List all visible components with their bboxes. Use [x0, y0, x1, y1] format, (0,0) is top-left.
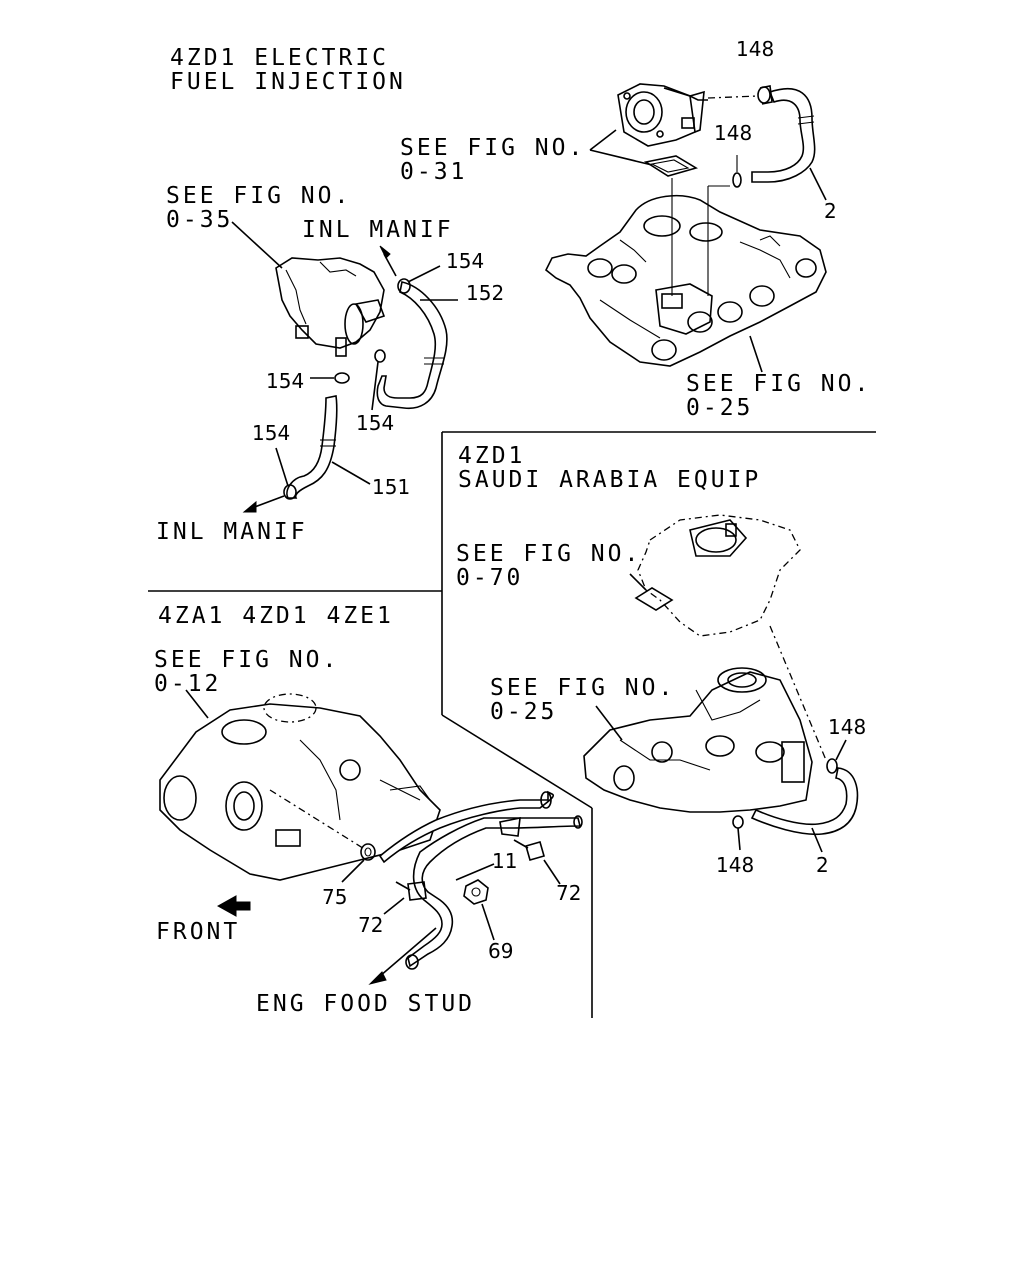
- ref-0-31-line2: 0-31: [400, 159, 468, 185]
- clamp-154-c: [374, 349, 386, 363]
- callout-75: 75: [322, 885, 348, 909]
- throttle-body-drawing: [617, 83, 708, 147]
- leader-0-25-saudi: [595, 705, 623, 741]
- saudi-callout-148-b: 148: [716, 853, 755, 877]
- leader-0-12: [185, 689, 209, 719]
- leader-154-d: [275, 447, 289, 487]
- leader-dash: [707, 95, 759, 99]
- hose-152: [376, 281, 448, 410]
- eng-stud-label: ENG FOOD STUD: [256, 991, 476, 1017]
- callout-69: 69: [488, 939, 514, 963]
- callout-148-top: 148: [736, 37, 775, 61]
- leader-75: [341, 859, 365, 883]
- leader-dash-engine: [269, 789, 367, 851]
- ref-0-35-line1: SEE FIG NO.: [166, 183, 352, 209]
- ref-0-25-line2: 0-25: [686, 395, 754, 421]
- intake-manifold-drawing: [544, 194, 827, 367]
- engine-ref-0-12-line1: SEE FIG NO.: [154, 647, 340, 673]
- leader-dash-saudi: [769, 625, 827, 761]
- leader-69: [481, 903, 495, 941]
- saudi-ref-0-70-line2: 0-70: [456, 565, 524, 591]
- leader-72-right: [543, 859, 561, 885]
- leader-0-25: [749, 335, 763, 373]
- callout-152: 152: [466, 281, 505, 305]
- bolt-72-left: [395, 881, 427, 901]
- leader-72-left: [383, 897, 405, 915]
- bolt-72-right: [513, 839, 545, 861]
- leader-0-70: [629, 573, 647, 591]
- clamp-148-saudi-a: [826, 739, 847, 774]
- saudi-ref-0-70-line1: SEE FIG NO.: [456, 541, 642, 567]
- clamp-148-saudi-b: [732, 815, 744, 851]
- arrow-inl-manif-bottom: [251, 495, 285, 509]
- saudi-manifold-drawing: [583, 667, 813, 813]
- leader-0-35: [231, 221, 283, 269]
- leader-151: [331, 461, 371, 485]
- leader-154-a: [407, 265, 441, 283]
- section-dividers: [148, 431, 876, 1018]
- leader-0-31-b: [589, 149, 653, 166]
- callout-148-mid: 148: [714, 121, 753, 145]
- inl-manif-bottom-label: INL MANIF: [156, 519, 308, 545]
- saudi-callout-2: 2: [816, 853, 829, 877]
- saudi-cover-drawing: [634, 514, 801, 637]
- gasket-75: [360, 843, 376, 861]
- inl-manif-top-label: INL MANIF: [302, 217, 454, 243]
- clamp-154-a: [397, 278, 411, 294]
- clamp-154-b: [334, 372, 350, 384]
- ref-0-25-line1: SEE FIG NO.: [686, 371, 872, 397]
- engine-ref-0-12-line2: 0-12: [154, 671, 222, 697]
- leader-0-31-a: [589, 129, 617, 151]
- clamp-148-top: [757, 85, 773, 105]
- engine-block-drawing: [159, 693, 441, 881]
- hose-151: [286, 395, 338, 499]
- engine-title: 4ZA1 4ZD1 4ZE1: [158, 603, 394, 629]
- arrow-eng-stud: [379, 927, 437, 977]
- saudi-callout-148-a: 148: [828, 715, 867, 739]
- callout-72-right: 72: [556, 881, 582, 905]
- leader-11: [455, 863, 495, 881]
- efi-title-line2: FUEL INJECTION: [170, 69, 406, 95]
- callout-151: 151: [372, 475, 411, 499]
- saudi-title-line2: SAUDI ARABIA EQUIP: [458, 467, 762, 493]
- callout-154-c: 154: [356, 411, 395, 435]
- arrowhead-eng-stud: [368, 971, 387, 985]
- saudi-ref-0-25-line2: 0-25: [490, 699, 558, 725]
- callout-154-d: 154: [252, 421, 291, 445]
- nut-69: [463, 879, 489, 905]
- leader-154-c: [371, 361, 379, 411]
- arrowhead-inl-manif-top: [379, 245, 391, 259]
- front-label: FRONT: [156, 919, 241, 945]
- ref-0-31-line1: SEE FIG NO.: [400, 135, 586, 161]
- injection-pump-drawing: [275, 257, 386, 357]
- front-arrow-icon: [216, 895, 251, 917]
- callout-11: 11: [492, 849, 518, 873]
- saudi-title-line1: 4ZD1: [458, 443, 526, 469]
- ref-0-35-line2: 0-35: [166, 207, 234, 233]
- leader-2-saudi: [811, 827, 823, 853]
- clamp-154-d: [283, 484, 297, 500]
- throttle-gasket: [643, 155, 698, 177]
- leader-2-top: [809, 167, 827, 201]
- callout-154-b: 154: [266, 369, 305, 393]
- hose-2-top: [751, 87, 816, 183]
- efi-title-line1: 4ZD1 ELECTRIC: [170, 45, 390, 71]
- callout-154-a: 154: [446, 249, 485, 273]
- water-pipe-11: [378, 790, 583, 970]
- arrowhead-inl-manif-bottom: [242, 500, 257, 513]
- callout-72-left: 72: [358, 913, 384, 937]
- clamp-148-mid: [732, 155, 742, 188]
- saudi-ref-0-25-line1: SEE FIG NO.: [490, 675, 676, 701]
- callout-2-top: 2: [824, 199, 837, 223]
- hose-2-saudi: [750, 767, 859, 836]
